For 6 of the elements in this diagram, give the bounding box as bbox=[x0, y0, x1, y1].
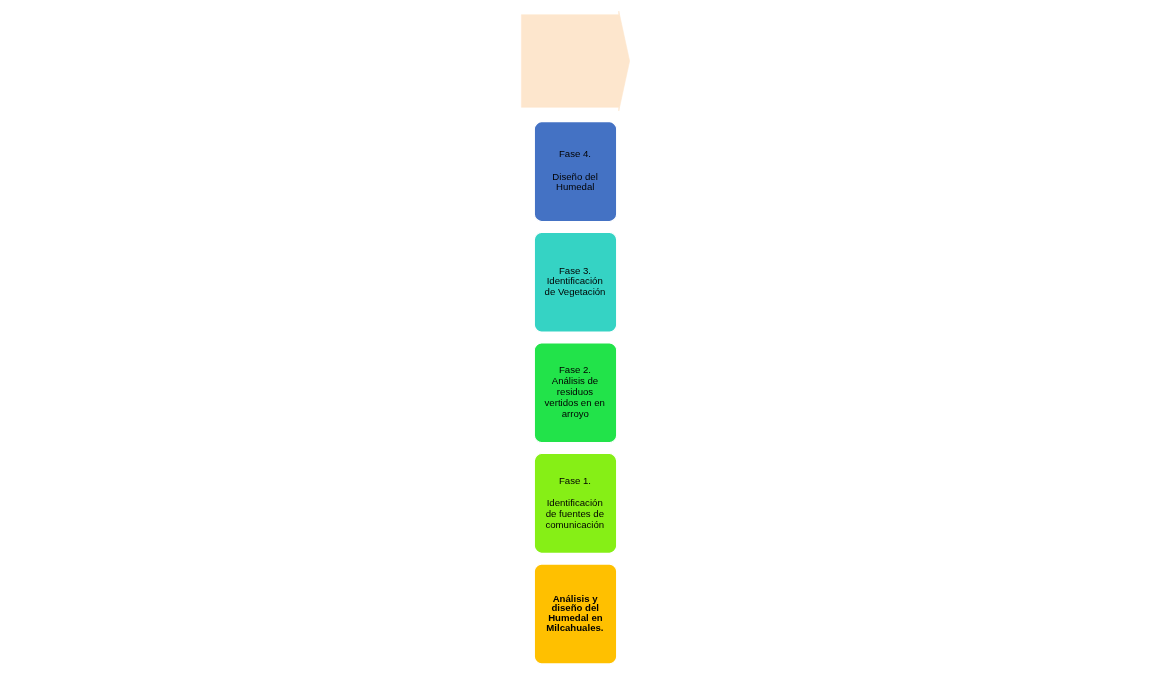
node-box: Fase 3. Identificación de Vegetación bbox=[533, 231, 617, 333]
node-box: Fase 4. Diseño del Humedal bbox=[533, 121, 617, 223]
node-box: Análisis y diseño del Humedal en Milcahuales. bbox=[533, 563, 617, 665]
node-arrow bbox=[520, 10, 630, 112]
node-box: Fase 2. Análisis de residuos vertidos en en arroyo bbox=[533, 342, 617, 444]
node-box: Fase 1. Identificación de fuentes de comunicación bbox=[533, 452, 617, 554]
